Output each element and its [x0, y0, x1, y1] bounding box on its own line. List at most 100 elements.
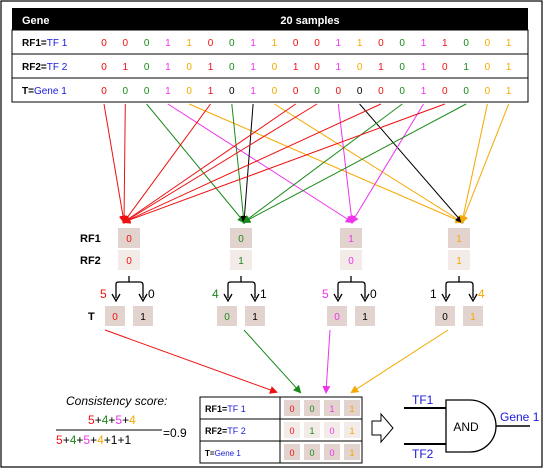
cell-r2-c12: 1 — [336, 62, 342, 73]
combo-rf1-cell — [230, 228, 252, 248]
cell-r3-c4: 1 — [165, 86, 171, 97]
sample-arrow-12 — [337, 103, 356, 224]
cell-r3-c7: 0 — [229, 86, 235, 97]
cell-r3-c19: 0 — [485, 86, 491, 97]
cell-r1-c6: 0 — [208, 38, 214, 49]
row-label-2: RF2=TF 2 — [22, 62, 68, 73]
sample-arrow-5 — [189, 103, 464, 224]
sample-arrow-16 — [350, 103, 424, 224]
truth-cell — [344, 444, 360, 460]
truth-row-label-2: RF2=TF 2 — [205, 426, 246, 436]
cell-r3-c13: 0 — [357, 86, 363, 97]
cell-r1-c14: 0 — [378, 38, 384, 49]
t1-value: 1 — [252, 312, 258, 323]
split-arrowhead-right — [250, 293, 260, 303]
cell-r2-c9: 0 — [272, 62, 278, 73]
truth-value-r1-c2: 0 — [309, 404, 314, 414]
cell-r3-c11: 0 — [314, 86, 320, 97]
sample-arrow-4 — [167, 103, 354, 224]
sample-arrow-8 — [240, 103, 254, 224]
combo-rf2-cell — [448, 250, 470, 270]
truth-value-r3-c4: 1 — [349, 448, 354, 458]
t0-count: 4 — [212, 287, 219, 301]
cell-r1-c7: 0 — [229, 38, 235, 49]
sample-arrow-1 — [103, 103, 127, 224]
combo-to-table-arrows — [104, 329, 449, 394]
cell-r2-c8: 1 — [250, 62, 256, 73]
sample-arrow-17 — [122, 103, 445, 224]
t1-value: 1 — [470, 312, 476, 323]
split-arrowhead-left — [223, 293, 233, 303]
t0-value: 0 — [334, 312, 340, 323]
cell-r2-c13: 0 — [357, 62, 363, 73]
split-arrowhead-left — [333, 293, 343, 303]
sample-arrow-11 — [122, 103, 318, 224]
sample-to-combo-arrows — [103, 103, 510, 224]
truth-cell — [324, 422, 340, 438]
truth-value-r3-c1: 0 — [289, 448, 294, 458]
cell-r2-c14: 1 — [378, 62, 384, 73]
cell-r3-c14: 0 — [378, 86, 384, 97]
cell-r3-c3: 0 — [144, 86, 150, 97]
t0-cell — [217, 306, 237, 326]
truth-value-r1-c3: 1 — [329, 404, 334, 414]
cell-r3-c1: 0 — [101, 86, 107, 97]
combo-rf2-value: 0 — [348, 256, 354, 267]
split-bracket — [337, 276, 366, 298]
cell-r1-c13: 1 — [357, 38, 363, 49]
truth-value-r3-c3: 0 — [329, 448, 334, 458]
and-gate: AND TF1 TF2 Gene 1 — [404, 393, 540, 461]
combo-rf2-cell — [340, 250, 362, 270]
truth-cell — [304, 422, 320, 438]
sample-arrow-2 — [120, 103, 129, 224]
truth-value-r1-c1: 0 — [289, 404, 294, 414]
cell-r1-c11: 0 — [314, 38, 320, 49]
gate-output: Gene 1 — [500, 410, 540, 424]
sample-arrow-19 — [459, 103, 488, 224]
cell-r2-c11: 0 — [314, 62, 320, 73]
combo-arrow-2 — [243, 329, 302, 394]
t1-cell — [245, 306, 265, 326]
truth-cell — [324, 400, 340, 416]
split-bracket — [115, 276, 144, 298]
t0-count: 1 — [430, 287, 437, 301]
cell-r2-c18: 1 — [463, 62, 469, 73]
combo-rf1-label: RF1 — [80, 233, 101, 245]
sample-table — [11, 29, 529, 103]
truth-row-label-1: RF1=TF 1 — [205, 404, 246, 414]
cell-r1-c16: 1 — [421, 38, 427, 49]
cell-r2-c6: 1 — [208, 62, 214, 73]
truth-cell — [284, 422, 300, 438]
sample-arrow-14 — [122, 103, 382, 224]
combo-rf1-cell — [448, 228, 470, 248]
cell-r3-c16: 1 — [421, 86, 427, 97]
cell-r3-c18: 0 — [463, 86, 469, 97]
combo-rf2-value: 0 — [126, 256, 132, 267]
truth-value-r2-c2: 1 — [309, 426, 314, 436]
cell-r1-c18: 0 — [463, 38, 469, 49]
cell-r2-c19: 0 — [485, 62, 491, 73]
t1-count: 1 — [260, 287, 267, 301]
and-gate-icon — [445, 399, 497, 453]
cell-r3-c9: 0 — [272, 86, 278, 97]
split-bracket — [445, 276, 474, 298]
cell-r2-c2: 1 — [123, 62, 129, 73]
truth-row-label-3: T=Gene 1 — [205, 449, 241, 458]
cell-r1-c15: 0 — [399, 38, 405, 49]
cell-r2-c16: 1 — [421, 62, 427, 73]
combo-arrow-3 — [322, 329, 331, 394]
consistency-numerator: 5+4+5+4 — [88, 413, 136, 427]
cell-r2-c17: 0 — [442, 62, 448, 73]
combo-rf2-value: 1 — [456, 256, 462, 267]
sample-arrow-7 — [231, 103, 248, 224]
combo-rf2-label: RF2 — [80, 255, 101, 267]
t1-cell — [463, 306, 483, 326]
